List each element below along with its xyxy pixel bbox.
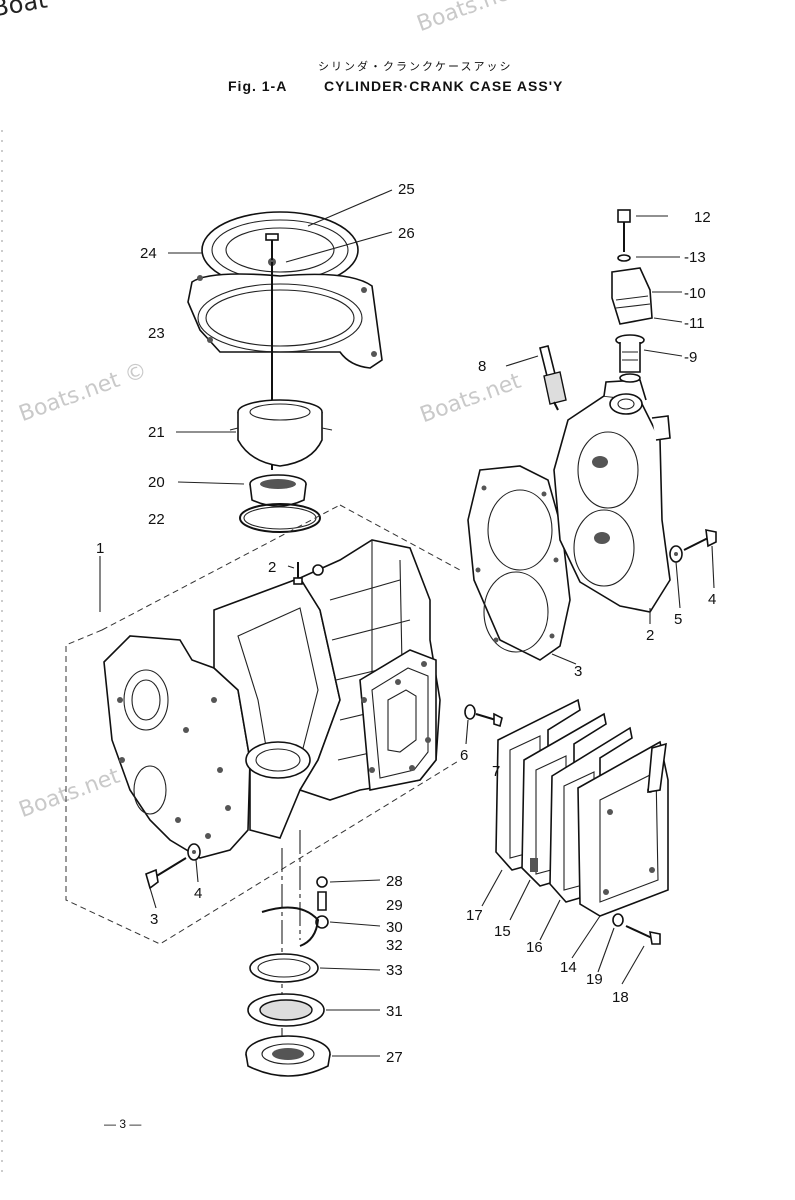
washer-33 xyxy=(249,953,319,983)
callout-29: 29 xyxy=(386,897,403,914)
callout-17: 17 xyxy=(466,907,483,924)
top-plate-24 xyxy=(201,211,359,289)
japanese-title: シリンダ・クランクケースアッシ xyxy=(318,60,513,73)
cylinder-head-2 xyxy=(553,379,671,613)
callout-4-right: 4 xyxy=(708,591,716,608)
page-number: — 3 — xyxy=(104,1117,142,1131)
leader-lines xyxy=(99,189,715,1057)
bolt-3-left xyxy=(145,843,201,890)
callout-19: 19 xyxy=(586,971,603,988)
callout-1: 1 xyxy=(96,540,104,557)
callout-16: 16 xyxy=(526,939,543,956)
callout-18: 18 xyxy=(612,989,629,1006)
callout-32: 32 xyxy=(386,937,403,954)
callout-7: 7 xyxy=(492,763,500,780)
callout-20: 20 xyxy=(148,474,165,491)
callout-labels: 25 26 24 23 21 20 22 12 -13 -10 -11 -9 8… xyxy=(96,181,716,1066)
page-title: CYLINDER·CRANK CASE ASS'Y xyxy=(324,78,564,94)
bolt-4-right xyxy=(669,528,717,563)
callout-25: 25 xyxy=(398,181,415,198)
bolt-18-washer-19 xyxy=(612,913,661,945)
callout-28: 28 xyxy=(386,873,403,890)
callout-24: 24 xyxy=(140,245,157,262)
callout-5: 5 xyxy=(674,611,682,628)
head-gasket-3 xyxy=(467,465,571,661)
thermostat-parts xyxy=(611,209,653,383)
exhaust-outer-cover-14 xyxy=(577,740,669,917)
callout-2-dowel: 2 xyxy=(268,559,276,576)
o-ring-22 xyxy=(239,503,321,533)
callout-26: 26 xyxy=(398,225,415,242)
callout-21: 21 xyxy=(148,424,165,441)
callout-15: 15 xyxy=(494,923,511,940)
callout-3-gasket: 3 xyxy=(574,663,582,680)
callout-13: -13 xyxy=(684,249,706,266)
callout-6: 6 xyxy=(460,747,468,764)
callout-11: -11 xyxy=(684,315,705,332)
callout-22: 22 xyxy=(148,511,165,528)
spark-plug-8 xyxy=(539,345,567,411)
callout-27: 27 xyxy=(386,1049,403,1066)
callout-30: 30 xyxy=(386,919,403,936)
bearing-housing-21 xyxy=(229,399,333,467)
bearing-31 xyxy=(247,993,325,1027)
callout-14: 14 xyxy=(560,959,577,976)
oil-seal-27 xyxy=(245,1035,331,1077)
bottom-small-parts xyxy=(261,876,329,947)
callout-10: -10 xyxy=(684,285,706,302)
callout-4-left: 4 xyxy=(194,885,202,902)
callout-9: -9 xyxy=(684,349,697,366)
callout-3-bolt: 3 xyxy=(150,911,158,928)
callout-33: 33 xyxy=(386,962,403,979)
callout-2-head: 2 xyxy=(646,627,654,644)
callout-23: 23 xyxy=(148,325,165,342)
oil-seal-20 xyxy=(249,474,307,507)
cylinder-crankcase-1 xyxy=(103,539,441,859)
figure-number: Fig. 1-A xyxy=(228,78,288,94)
crank-case-cover-23 xyxy=(187,273,383,369)
bolt-6 xyxy=(464,704,503,728)
callout-12: 12 xyxy=(694,209,711,226)
callout-8: 8 xyxy=(478,358,486,375)
callout-31: 31 xyxy=(386,1003,403,1020)
